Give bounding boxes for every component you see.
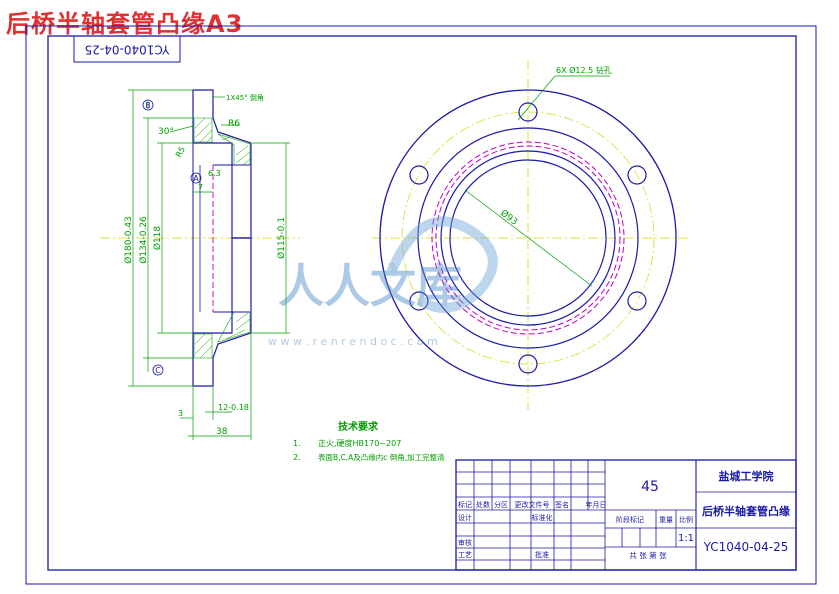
watermark: 人人文库 w w w . r e n r e n d o c . c o m [268,216,498,348]
datum-a-circle [190,172,202,184]
bolt-hole [518,354,538,374]
tb-school: 盐城工学院 [719,469,774,483]
dim-3: 3 [178,409,183,418]
datum-b-circle [142,99,154,111]
code-box-text: YC1040-04-25 [85,43,171,57]
dim-7: 7 [198,183,203,192]
dim-12: 12-0.18 [218,403,249,412]
bolt-hole [627,291,647,311]
dim-d115: Ø115-0.1 [276,217,287,259]
tb-weight: 重量 [659,516,673,524]
section-view: Ø180-0.43 Ø134-0.26 Ø118 Ø115-0.1 7 3 12… [100,89,300,440]
watermark-url: w w w . r e n r e n d o c . c o m [268,335,438,348]
bolt-hole [518,102,538,122]
datum-c-circle [152,364,164,376]
tb-hdr-1: 处数 [476,500,490,509]
bolt-hole [409,291,429,311]
document-title: 后桥半轴套管凸缘A3 [6,10,244,38]
dim-38: 38 [216,427,228,437]
tech-num-1: 1. [293,439,301,448]
bolt-hole [627,165,647,185]
center-dia: Ø93 [498,208,519,228]
tech-requirements: 技术要求 1. 正火,硬度HB170~207 2. 表面B,C,A及凸缘内c 倒… [293,420,445,462]
dim-d180: Ø180-0.43 [123,216,134,264]
radius-r5: R5 [174,145,187,159]
tb-hdr-0: 标记 [458,500,472,509]
tb-code: YC1040-04-25 [703,540,789,554]
tb-material: 45 [641,479,659,495]
tech-text-1: 正火,硬度HB170~207 [318,438,401,448]
outer-flange-circle [379,89,677,387]
watermark-logo: 人人文库 [278,259,462,313]
tb-process: 工艺 [458,551,472,559]
inner-frame [47,35,797,571]
tech-text-2: 表面B,C,A及凸缘内c 倒角,加工完整清 [318,452,445,462]
tb-hdr-4: 签名 [555,500,569,509]
tb-stage: 阶段标记 [616,515,644,524]
angle-30: 30° [158,127,174,137]
tb-standard: 标准化 [532,513,553,522]
datum-b: B [145,101,151,110]
datum-a: A [193,174,199,183]
tb-scale: 1:1 [678,533,694,544]
holes-note: 6X Ø12.5 钻孔 [556,65,612,75]
bore-circle-1 [440,150,616,326]
bolt-hole [409,165,429,185]
hub-outer-circle [417,127,639,349]
tech-heading: 技术要求 [338,420,379,433]
bolt-circle [401,111,655,365]
hub-groove-circle [431,141,625,335]
dim-d134: Ø134-0.26 [138,216,149,264]
datum-c: C [155,366,161,375]
section-outline-bottom [192,237,252,387]
outer-frame [25,25,817,585]
tb-review: 审核 [458,538,472,547]
tech-num-2: 2. [293,453,301,462]
hub-groove-inner [435,145,621,331]
rough-63: 6.3 [208,169,221,178]
section-outline-top [192,89,252,239]
tb-hdr-3: 更改文件号 [515,500,550,509]
tb-part-name: 后桥半轴套管凸缘 [702,504,790,518]
tb-approve: 批准 [535,550,549,559]
bore-circle-2 [449,159,607,317]
title-block [455,459,797,571]
tb-hdr-2: 分区 [494,500,508,509]
code-box [73,35,181,63]
chamfer-note: 1X45° 倒角 [226,93,264,102]
radius-r6: R6 [228,119,240,129]
tb-hdr-5: 年月日 [586,500,607,509]
dim-d118: Ø118 [152,226,163,251]
tb-ratio: 比例 [679,515,693,524]
tb-sheets: 共 张 第 张 [629,550,667,560]
tb-design: 设计 [458,513,472,522]
